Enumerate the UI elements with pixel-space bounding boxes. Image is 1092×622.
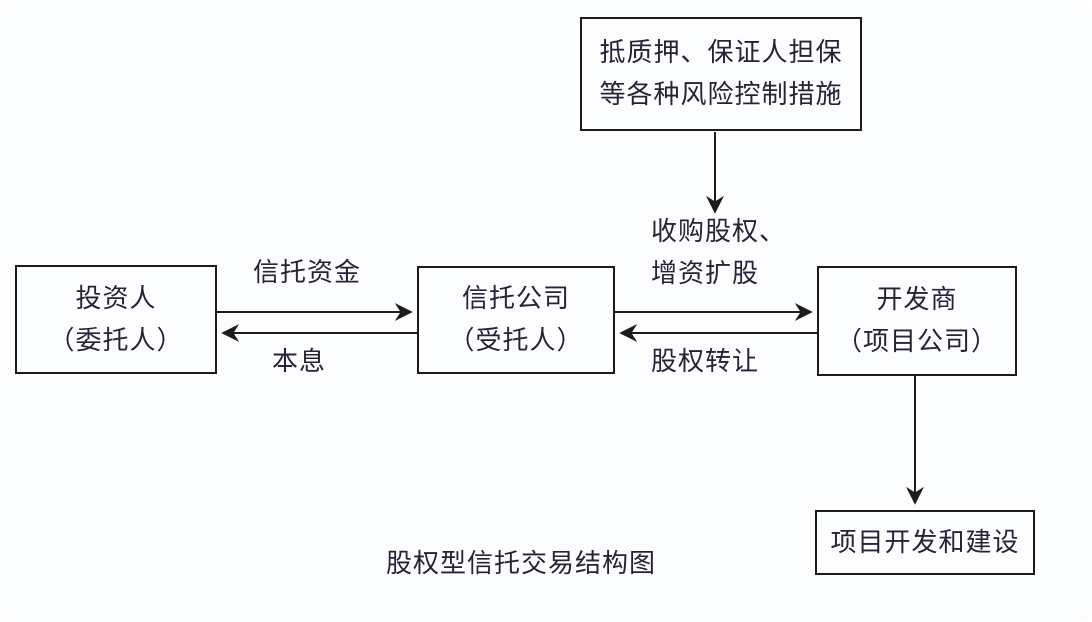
box-trust-company-line2: （受托人） [448, 326, 584, 355]
box-risk-control-line2: 等各种风险控制措施 [599, 80, 843, 109]
box-investor: 投资人 （委托人） [15, 265, 217, 374]
box-trust-company-line1: 信托公司 [461, 284, 570, 313]
label-equity-acquisition-line1: 收购股权、 [651, 217, 787, 246]
label-equity-acquisition-line2: 增资扩股 [651, 259, 760, 288]
box-risk-control: 抵质押、保证人担保 等各种风险控制措施 [580, 17, 862, 131]
diagram-title: 股权型信托交易结构图 [386, 549, 657, 578]
box-project-development: 项目开发和建设 [815, 510, 1035, 575]
box-trust-company: 信托公司 （受托人） [417, 266, 615, 374]
label-equity-acquisition: 收购股权、 增资扩股 [651, 211, 786, 295]
box-risk-control-line1: 抵质押、保证人担保 [599, 38, 843, 67]
label-equity-transfer: 股权转让 [651, 347, 760, 376]
box-developer-line2: （项目公司） [835, 327, 998, 356]
label-trust-funds: 信托资金 [253, 258, 362, 287]
box-investor-line2: （委托人） [48, 325, 184, 355]
box-developer: 开发商 （项目公司） [817, 266, 1017, 376]
box-project-development-line1: 项目开发和建设 [830, 527, 1020, 557]
box-developer-line1: 开发商 [876, 285, 958, 314]
label-principal-and-interest: 本息 [272, 347, 327, 376]
box-investor-line1: 投资人 [75, 283, 157, 313]
